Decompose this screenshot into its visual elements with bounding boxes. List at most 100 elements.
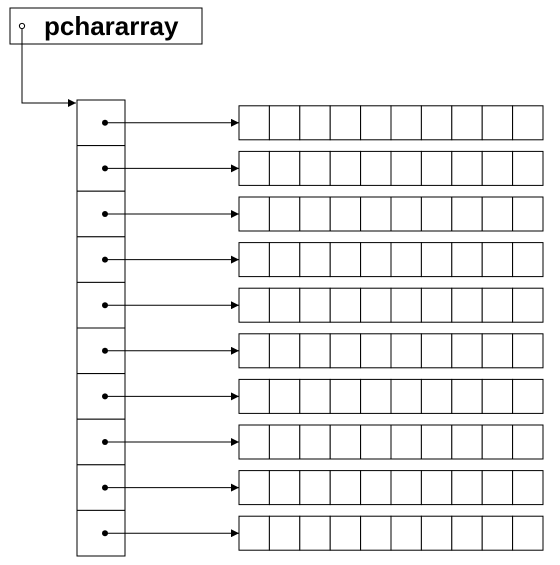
char-cell (420, 196, 453, 232)
char-cell (481, 150, 514, 186)
char-array-row (238, 196, 544, 232)
char-cell (329, 287, 362, 323)
char-cell (420, 333, 453, 369)
row-pointer-arrows (105, 118, 239, 538)
char-cell (420, 150, 453, 186)
char-cell (238, 470, 270, 506)
char-cell (451, 242, 483, 278)
char-cell (512, 196, 544, 232)
char-cell (512, 150, 544, 186)
char-array-row (238, 242, 544, 278)
char-cell (390, 333, 422, 369)
char-cell (420, 424, 453, 460)
char-cell (238, 105, 270, 141)
char-array-row (238, 105, 544, 141)
char-cell (512, 333, 544, 369)
char-cell (390, 196, 422, 232)
char-cell (481, 333, 514, 369)
char-cell (390, 105, 422, 141)
char-cell (238, 196, 270, 232)
char-array-row (238, 333, 544, 369)
char-cell (451, 287, 483, 323)
char-cell (420, 470, 453, 506)
char-array-row (238, 150, 544, 186)
char-cell (268, 378, 301, 414)
char-cell (299, 242, 331, 278)
char-cell (329, 242, 362, 278)
char-array-row (238, 515, 544, 551)
char-cell (268, 333, 301, 369)
char-cell (268, 287, 301, 323)
char-cell (268, 196, 301, 232)
char-cell (512, 378, 544, 414)
char-cell (481, 287, 514, 323)
char-cell (512, 287, 544, 323)
char-cell (390, 424, 422, 460)
char-cell (481, 378, 514, 414)
char-cell (390, 515, 422, 551)
char-cell (329, 378, 362, 414)
char-cell (390, 242, 422, 278)
char-cell (390, 150, 422, 186)
char-cell (481, 470, 514, 506)
char-cell (329, 196, 362, 232)
char-cell (481, 515, 514, 551)
char-cell (360, 470, 392, 506)
char-cell (451, 470, 483, 506)
variable-origin-marker (18, 22, 26, 30)
char-cell (451, 424, 483, 460)
char-cell (451, 196, 483, 232)
char-cell (299, 470, 331, 506)
char-cell (360, 333, 392, 369)
char-cell (420, 378, 453, 414)
char-cell (451, 378, 483, 414)
char-cell (238, 150, 270, 186)
char-cell (420, 515, 453, 551)
char-cell (299, 424, 331, 460)
char-cell (512, 470, 544, 506)
char-cell (268, 105, 301, 141)
char-cell (360, 378, 392, 414)
char-array-row (238, 470, 544, 506)
char-cell (299, 515, 331, 551)
char-cell (238, 287, 270, 323)
char-cell (481, 196, 514, 232)
char-cell (238, 515, 270, 551)
char-cell (329, 424, 362, 460)
char-cell (299, 378, 331, 414)
char-cell (360, 287, 392, 323)
char-cell (299, 287, 331, 323)
char-cell (238, 378, 270, 414)
char-cell (360, 196, 392, 232)
char-cell (451, 515, 483, 551)
char-cell (299, 196, 331, 232)
variable-box: pchararray (9, 7, 203, 45)
char-cell (268, 470, 301, 506)
char-cell (329, 105, 362, 141)
char-cell (329, 150, 362, 186)
char-cell (268, 424, 301, 460)
char-cell (329, 515, 362, 551)
char-cell (512, 242, 544, 278)
char-cell (360, 424, 392, 460)
char-cell (238, 424, 270, 460)
char-array-row (238, 287, 544, 323)
char-cell (481, 105, 514, 141)
char-cell (268, 242, 301, 278)
char-cell (299, 333, 331, 369)
char-cell (451, 150, 483, 186)
char-cell (451, 105, 483, 141)
char-cell (451, 333, 483, 369)
char-cell (420, 242, 453, 278)
char-cell (360, 242, 392, 278)
char-cell (268, 515, 301, 551)
char-cell (360, 515, 392, 551)
char-cell (299, 105, 331, 141)
char-cell (329, 470, 362, 506)
char-cell (512, 515, 544, 551)
char-cell (360, 150, 392, 186)
char-cell (420, 105, 453, 141)
char-cell (512, 105, 544, 141)
